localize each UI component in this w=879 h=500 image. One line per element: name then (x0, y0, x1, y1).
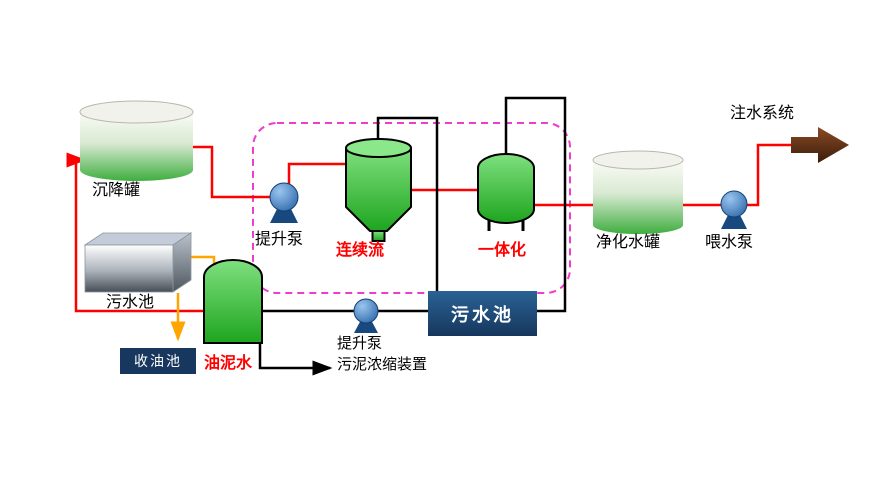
sludge-thickening-device-label: 污泥浓缩装置 (337, 356, 428, 373)
sewage-pool-box-shape (83, 232, 193, 293)
flow-pump1-to-continuous (287, 162, 347, 186)
flow-settling-to-pump1 (193, 145, 270, 199)
oil-collection-pool-box: 收油池 (120, 348, 196, 374)
continuous-flow-top (345, 138, 412, 158)
feed-water-pump-base (721, 211, 747, 229)
lift-pump-2-label: 提升泵 (337, 335, 383, 352)
lift-pump-1-icon (269, 182, 299, 212)
feed-water-pump-icon (720, 190, 748, 218)
lift-pump-1-label: 提升泵 (255, 231, 304, 248)
lift-pump-2-shape (353, 298, 379, 333)
continuous-flow-vessel-shape (345, 138, 412, 242)
feed-water-pump-shape (720, 190, 748, 229)
purified-tank-top (592, 150, 684, 170)
oily-sludge-tank-shape (203, 259, 263, 344)
lift-pump-1-shape (269, 182, 299, 223)
integrated-vessel-shape (477, 153, 535, 231)
sewage-pool-left-label: 污水池 (106, 294, 155, 311)
drain-continuous-to-pool (376, 116, 439, 292)
continuous-flow-label: 连续流 (336, 242, 385, 259)
drain-integrated-to-pool (504, 96, 567, 313)
oily-sludge-water-label: 油泥水 (204, 355, 253, 372)
continuous-flow-body (345, 147, 412, 232)
flow-feedpump-to-injection (746, 143, 791, 207)
sewage-pool-center-box: 污水池 (428, 291, 537, 336)
sewage-pool-center-label: 污水池 (451, 304, 514, 325)
oil-collection-pool-label: 收油池 (134, 353, 182, 369)
treatment-unit-boundary (252, 122, 571, 294)
settling-tank-top (79, 100, 194, 124)
settling-tank-label: 沉降罐 (92, 182, 141, 199)
line-sludge-to-thickener (258, 342, 333, 376)
integrated-body (477, 153, 535, 224)
settling-tank-shape (79, 100, 194, 181)
lift-pump-2-icon (353, 298, 379, 324)
injection-arrow-icon (791, 127, 849, 163)
continuous-flow-outlet (371, 230, 386, 242)
feed-water-pump-label: 喂水泵 (705, 234, 754, 251)
purified-water-tank-shape (592, 150, 684, 234)
integrated-unit-label: 一体化 (478, 242, 527, 259)
pool-box-front (84, 244, 174, 293)
purified-water-tank-label: 净化水罐 (596, 234, 661, 251)
water-injection-system-label: 注水系统 (730, 105, 795, 122)
purified-tank-body (593, 160, 683, 234)
drain-lines (258, 96, 567, 376)
settling-tank-body (80, 112, 193, 181)
